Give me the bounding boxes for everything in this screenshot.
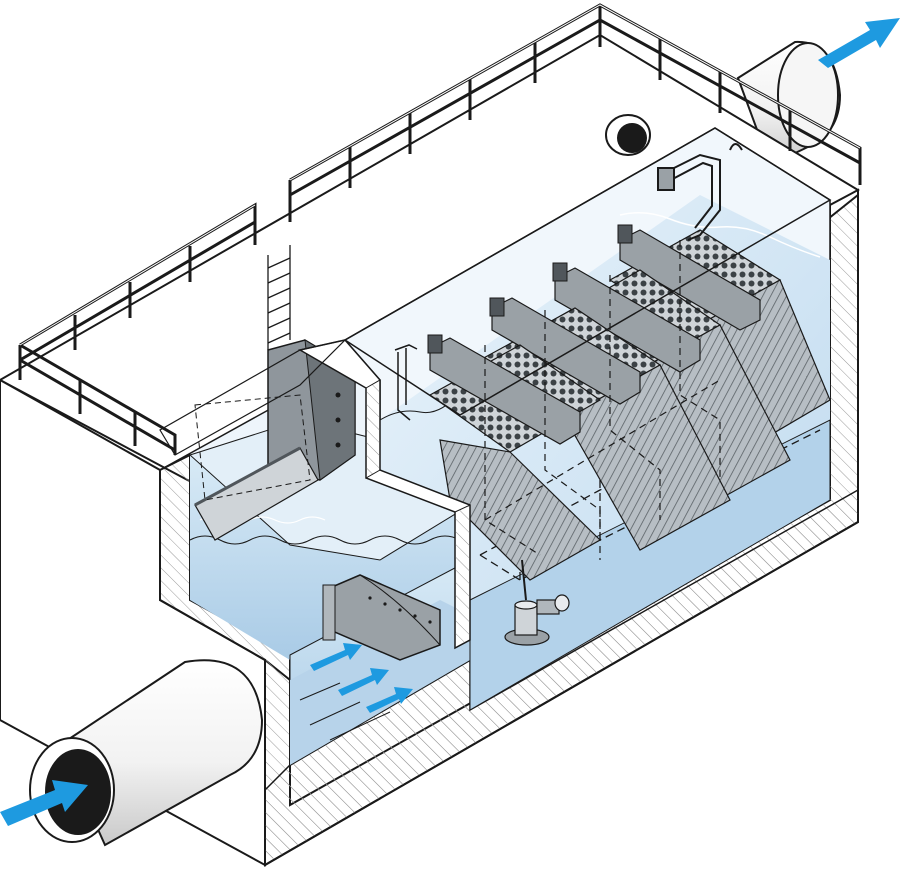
flow-arrow-out-icon [818,18,900,68]
effluent-pipe [657,143,743,241]
lamella-modules [427,224,831,581]
slab-opening [343,127,832,416]
ladder-icon [267,245,291,350]
inlet-flow-arrows [310,643,413,713]
lamella-module [427,334,602,581]
flow-arrow-icon [338,668,389,696]
overflow-pipe [394,344,418,421]
outlet-opening [605,114,651,156]
flow-arrow-icon [366,687,413,713]
pump-icon [504,559,570,646]
flow-arrow-in-icon [0,780,88,826]
flow-arrow-icon [310,643,362,671]
